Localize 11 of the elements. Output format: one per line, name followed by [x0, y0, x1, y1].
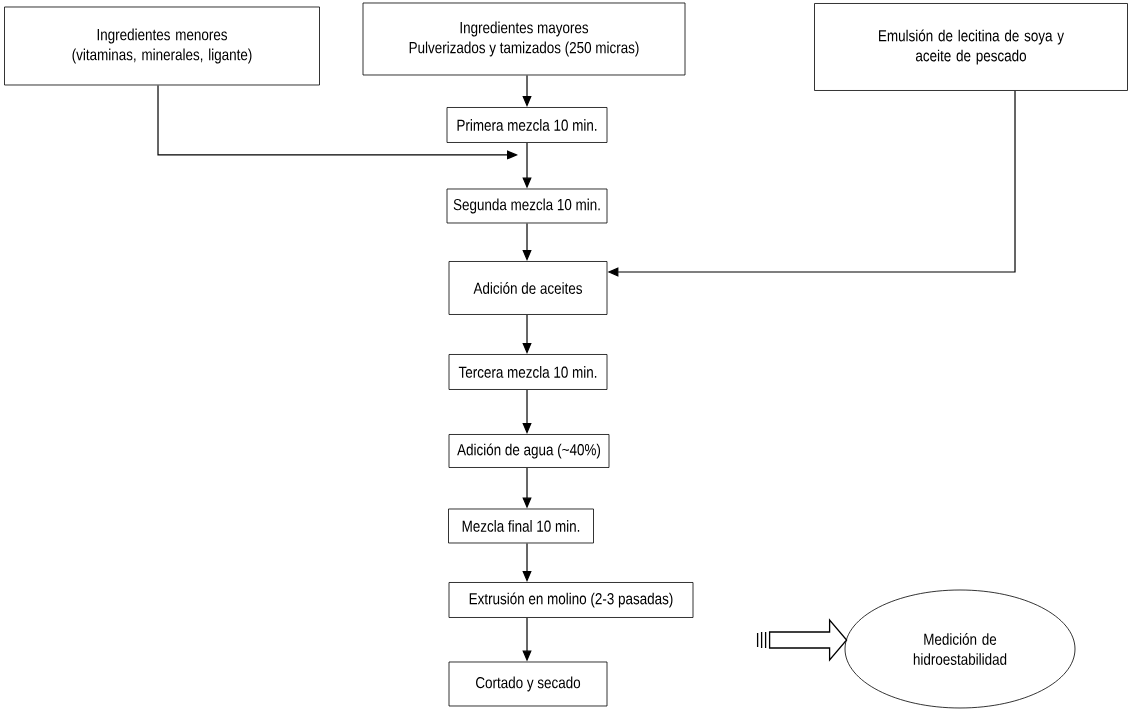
process-box: Mezcla final 10 min.	[448, 508, 594, 544]
input-box: Ingredientes menores (vitaminas, minerales, ligante)	[4, 6, 320, 86]
process-box: Primera mezcla 10 min.	[446, 107, 608, 143]
process-box: Adición de agua (~40%)	[448, 434, 610, 468]
process-box: Tercera mezcla 10 min.	[448, 354, 608, 390]
input-box: Emulsión de lecitina de soya y aceite de pescado	[814, 3, 1128, 91]
process-box: Adición de aceites	[448, 261, 608, 315]
input-box: Ingredientes mayores Pulverizados y tamizados (250 micras)	[362, 2, 686, 76]
process-box: Segunda mezcla 10 min.	[446, 188, 608, 224]
process-box: Extrusión en molino (2-3 pasadas)	[448, 582, 694, 618]
process-box: Cortado y secado	[448, 661, 608, 707]
